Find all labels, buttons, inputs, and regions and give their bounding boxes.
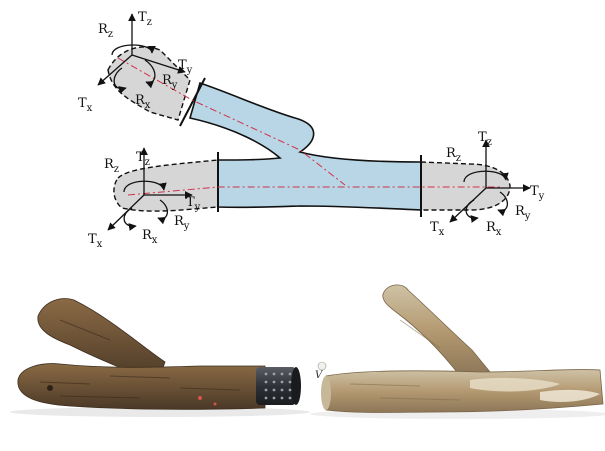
bottom-left-tx: Tx (88, 232, 103, 250)
photo-left-branch (10, 299, 310, 417)
right-tx: Tx (430, 220, 445, 238)
diagram: Tz Rz Ty Ry Rx Tx Rz Tz Ty Ry Rx Tx (78, 10, 545, 250)
top-left-rz: Rz (98, 22, 113, 40)
bottom-left-tz: Tz (136, 150, 150, 168)
right-tz: Tz (478, 130, 492, 148)
right-rx: Rx (486, 220, 502, 238)
tube-label: V (315, 370, 324, 381)
bottom-left-rx: Rx (142, 228, 158, 246)
right-ry: Ry (515, 204, 531, 222)
end-region-bottom-left (114, 160, 218, 211)
end-region-right (421, 162, 510, 210)
branch-segment (190, 83, 421, 210)
bottom-left-rz: Rz (104, 157, 119, 175)
right-rz: Rz (446, 146, 461, 164)
photo-right-branch: V (310, 285, 605, 419)
top-left-tz: Tz (138, 10, 152, 28)
bottom-left-ry: Ry (174, 214, 190, 232)
top-left-tx: Tx (78, 96, 93, 114)
right-ty: Ty (530, 184, 545, 202)
